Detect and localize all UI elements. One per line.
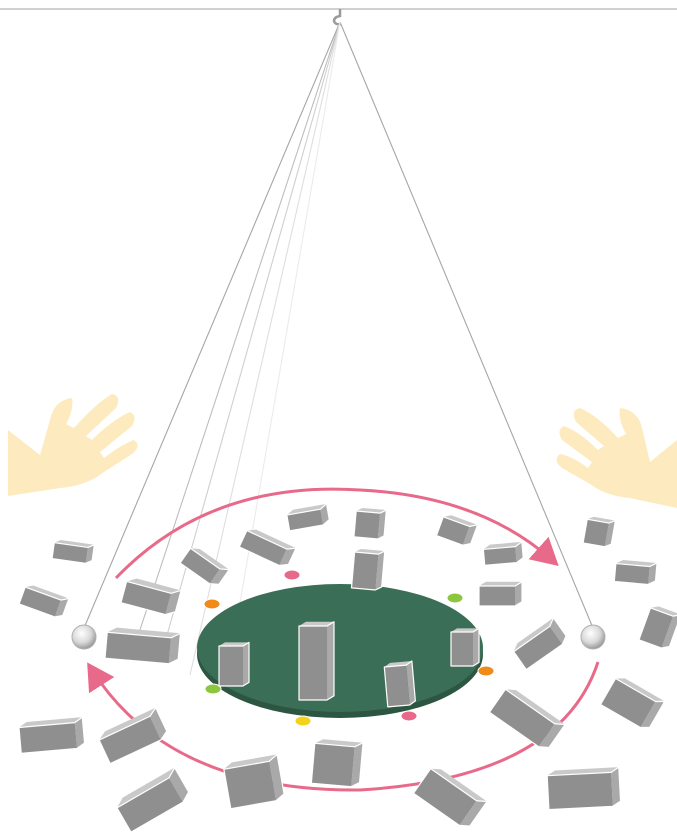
stone-block bbox=[286, 503, 330, 532]
stone-block bbox=[116, 767, 190, 833]
hook-icon bbox=[332, 9, 342, 26]
stone-block bbox=[488, 688, 566, 749]
pendulum-strings bbox=[83, 21, 594, 691]
stone-block bbox=[51, 539, 95, 564]
bead-marker bbox=[203, 598, 221, 610]
rotation-arrow-top bbox=[114, 487, 559, 580]
stone-block bbox=[546, 766, 622, 811]
stone-block bbox=[310, 739, 364, 788]
right-hand-icon bbox=[556, 408, 677, 508]
bead-marker bbox=[477, 665, 495, 677]
stone-block bbox=[582, 516, 617, 548]
stone-block bbox=[513, 617, 567, 671]
stone-block bbox=[179, 547, 230, 585]
stone-block bbox=[104, 627, 182, 665]
bead-marker bbox=[446, 592, 464, 604]
stone-block bbox=[98, 707, 168, 765]
stone-block bbox=[599, 677, 666, 729]
stone-block bbox=[298, 621, 335, 701]
stone-block bbox=[120, 578, 182, 616]
stone-block bbox=[435, 515, 479, 546]
stone-block bbox=[18, 716, 86, 754]
bead-marker bbox=[294, 715, 312, 727]
stone-block bbox=[18, 585, 70, 618]
pendulum-bob-icon bbox=[71, 624, 606, 650]
bead-marker bbox=[283, 569, 301, 581]
stone-block bbox=[450, 627, 480, 667]
stone-block bbox=[350, 548, 386, 591]
stone-block bbox=[412, 768, 488, 827]
stone-block bbox=[478, 581, 523, 607]
bead-marker bbox=[204, 683, 222, 695]
stone-block bbox=[383, 660, 416, 708]
bead-marker bbox=[400, 710, 418, 722]
left-hand-icon bbox=[8, 394, 138, 496]
stone-block bbox=[613, 559, 658, 586]
stone-block bbox=[238, 529, 297, 567]
stone-block bbox=[482, 541, 524, 566]
stone-block bbox=[218, 641, 250, 687]
stone-block bbox=[223, 753, 285, 810]
stone-block bbox=[353, 507, 387, 540]
stone-block bbox=[638, 606, 677, 649]
